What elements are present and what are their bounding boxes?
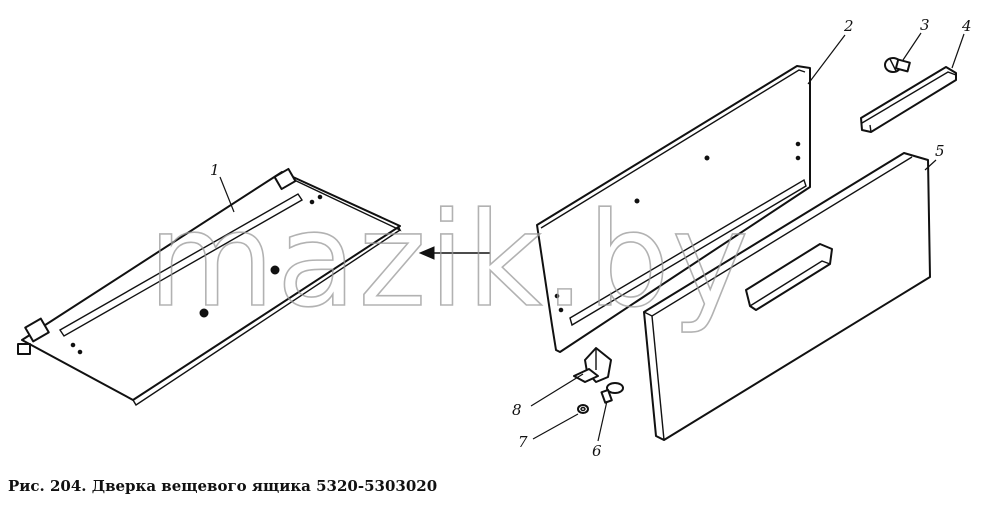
hinge-top (273, 167, 297, 191)
part-8-latch (573, 347, 612, 383)
callout-2: 2 (843, 17, 854, 35)
part-7-washer (577, 404, 589, 414)
callout-4: 4 (961, 17, 972, 35)
part-2-inner-panel (536, 65, 811, 353)
callout-5: 5 (935, 142, 945, 160)
callout-6: 6 (592, 442, 602, 460)
callout-3: 3 (920, 16, 930, 34)
watermark-text: mazik.by (148, 184, 751, 336)
callout-labels: 1 2 3 4 5 6 7 8 (210, 16, 972, 460)
part-4-seal-strip (860, 66, 957, 133)
latch-bracket (17, 343, 31, 355)
figure-caption: Рис. 204. Дверка вещевого ящика 5320-530… (8, 477, 438, 495)
leader-lines (219, 32, 965, 442)
callout-7: 7 (518, 433, 528, 451)
callout-1: 1 (210, 161, 220, 179)
hinge-bottom (24, 317, 50, 343)
part-1-door-assembly (17, 167, 402, 406)
callout-8: 8 (512, 401, 522, 419)
part-5-outer-panel (643, 152, 931, 441)
part-3-screw (884, 57, 911, 73)
bolt-head (270, 265, 280, 275)
bolt-head (199, 308, 209, 318)
part-6-bolt (600, 382, 624, 404)
assembly-arrow (418, 246, 490, 260)
